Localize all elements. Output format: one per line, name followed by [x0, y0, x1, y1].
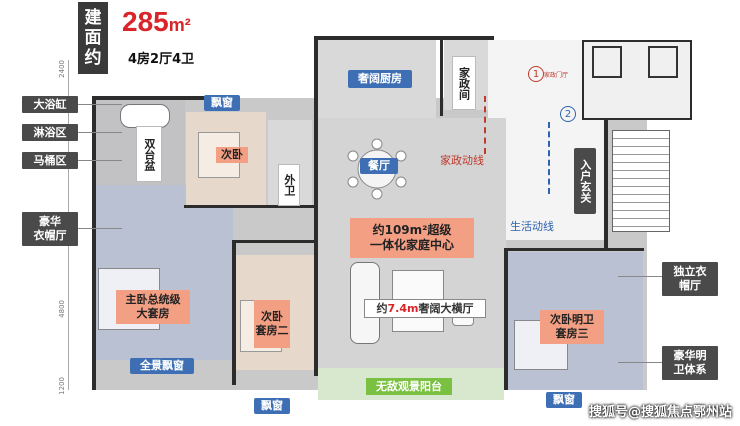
- bathtub-icon: [120, 104, 170, 128]
- living-suffix: 奢阔大横厅: [418, 301, 474, 315]
- flow-marker-1-text: 1: [532, 68, 540, 80]
- outer-bath-label: 外卫: [278, 164, 300, 206]
- bay-window-bottom-left-label: 飘窗: [254, 398, 290, 414]
- second-suite-line2: 套房二: [255, 324, 289, 337]
- callout-wardrobe-line2: 衣帽厅: [33, 229, 67, 242]
- stairs: [612, 130, 670, 232]
- second-bedroom-label: 次卧: [216, 147, 248, 163]
- callout-shower: 淋浴区: [22, 124, 78, 141]
- flow-marker-2-text: 2: [564, 108, 572, 120]
- housework-flow-line: [484, 96, 486, 154]
- third-suite-line1: 次卧明卫: [550, 313, 594, 327]
- area-badge: 建 面 约: [78, 2, 108, 74]
- badge-char: 约: [84, 48, 102, 68]
- callout-wardrobe: 豪华 衣帽厅: [22, 212, 78, 246]
- callout-lb-line1: 豪华明: [673, 349, 707, 363]
- area-value: 285: [122, 6, 169, 37]
- double-basin-text: 双台盆: [142, 137, 156, 171]
- balcony-label: 无敌观景阳台: [366, 378, 452, 395]
- callout-lb-line2: 卫体系: [673, 363, 707, 376]
- callout-iw-line1: 独立衣: [673, 265, 707, 279]
- elevator-shaft: [592, 46, 622, 78]
- layout-text: 4房2厅4卫: [128, 52, 195, 67]
- wall: [504, 248, 644, 251]
- housekeeping-label: 家政间: [452, 56, 476, 110]
- master-line1: 主卧总统级: [125, 293, 181, 307]
- callout-line: [618, 362, 662, 363]
- callout-luxury-bath: 豪华明 卫体系: [662, 346, 718, 380]
- panoramic-window-label: 全景飘窗: [130, 358, 194, 374]
- living-prefix: 约: [376, 301, 388, 315]
- flow-marker-1-note: 家政门厅: [544, 72, 569, 79]
- wall: [604, 120, 608, 250]
- second-suite-label: 次卧 套房二: [254, 300, 290, 348]
- wall: [232, 240, 318, 243]
- wall: [92, 96, 232, 100]
- master-line2: 大套房: [136, 307, 170, 320]
- area-value-group: 285m²: [122, 6, 191, 38]
- callout-bathtub: 大浴缸: [22, 96, 78, 113]
- callout-line: [78, 104, 122, 105]
- wall: [504, 250, 508, 390]
- flow-marker-1: 1: [528, 66, 544, 82]
- callout-wardrobe-line1: 豪华: [39, 215, 61, 229]
- outer-bath-text: 外卫: [282, 174, 296, 196]
- bay-window-bottom-right-label: 飘窗: [546, 392, 582, 408]
- badge-char: 面: [84, 28, 102, 48]
- callout-line: [78, 132, 122, 133]
- wall: [314, 36, 318, 376]
- master-suite-label: 主卧总统级 大套房: [116, 290, 190, 324]
- callout-line: [618, 276, 662, 277]
- area-unit: m²: [168, 15, 191, 35]
- housekeeping-text: 家政间: [457, 66, 471, 100]
- third-suite-label: 次卧明卫 套房三: [540, 310, 604, 344]
- flow-marker-2: 2: [560, 106, 576, 122]
- wall: [440, 36, 443, 116]
- wall: [184, 205, 314, 208]
- living-flow-label: 生活动线: [510, 220, 554, 233]
- dimension-label: 2400: [58, 60, 66, 78]
- third-suite-line2: 套房三: [555, 327, 589, 340]
- watermark: 搜狐号@搜狐焦点鄂州站: [588, 405, 732, 420]
- callout-toilet: 马桶区: [22, 152, 78, 169]
- housework-flow-label: 家政动线: [440, 154, 484, 167]
- badge-char: 建: [84, 8, 102, 28]
- elevator-core: [582, 40, 692, 120]
- wall: [232, 240, 236, 385]
- dimension-label: 4800: [58, 300, 66, 318]
- wall: [92, 96, 96, 390]
- family-center-line2: 一体化家庭中心: [369, 238, 454, 252]
- living-highlight: 7.4m: [387, 301, 419, 315]
- living-flow-line: [548, 122, 550, 194]
- family-center-line1: 约109m²超级: [372, 223, 452, 237]
- callout-line: [78, 160, 122, 161]
- double-basin-label: 双台盆: [136, 126, 162, 182]
- dining-label: 餐厅: [360, 158, 398, 174]
- bay-window-top-label: 飘窗: [204, 95, 240, 111]
- callout-line: [78, 228, 122, 229]
- second-suite-line1: 次卧: [261, 310, 283, 324]
- entrance-text: 入户玄关: [578, 159, 592, 203]
- callout-iw-line2: 帽厅: [679, 279, 701, 292]
- kitchen-label: 奢阔厨房: [348, 70, 412, 88]
- wall: [314, 36, 494, 40]
- callout-independent-wardrobe: 独立衣 帽厅: [662, 262, 718, 296]
- elevator-shaft: [648, 46, 678, 78]
- entrance-label: 入户玄关: [574, 148, 596, 214]
- dimension-label: 1200: [58, 377, 66, 395]
- family-center-label: 约109m²超级 一体化家庭中心: [350, 218, 474, 258]
